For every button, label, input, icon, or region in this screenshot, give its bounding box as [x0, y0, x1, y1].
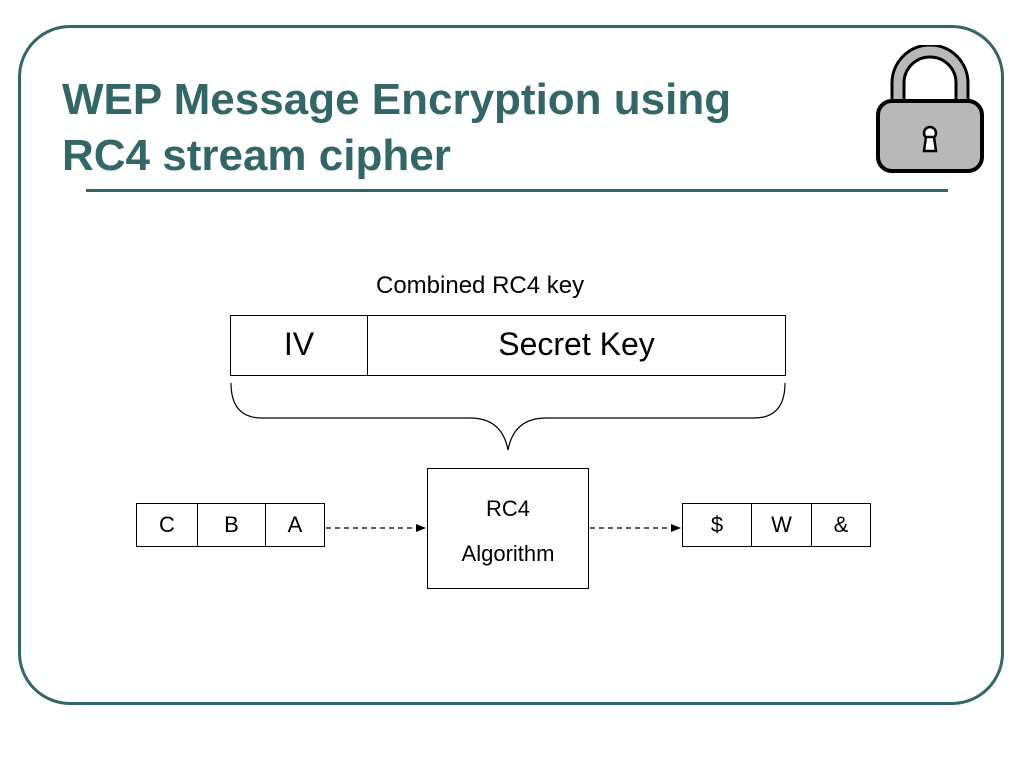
- slide-title: WEP Message Encryption using RC4 stream …: [62, 72, 882, 184]
- combined-key-caption: Combined RC4 key: [376, 272, 585, 299]
- combined-key-box: IV Secret Key: [230, 315, 786, 376]
- algorithm-label-line-1: RC4: [485, 496, 530, 521]
- padlock-icon: [874, 45, 986, 175]
- ciphertext-cell: &: [811, 504, 870, 546]
- secret-key-cell: Secret Key: [498, 326, 655, 362]
- plaintext-stream: C B A: [136, 503, 325, 547]
- title-underline: [86, 189, 948, 192]
- plaintext-cell: C: [159, 512, 175, 537]
- title-line-2: RC4 stream cipher: [62, 131, 451, 180]
- slide-frame: [18, 25, 1004, 705]
- ciphertext-cell: $: [710, 512, 724, 537]
- rc4-algorithm-box: RC4 Algorithm: [427, 468, 589, 589]
- algorithm-label-line-2: Algorithm: [461, 541, 555, 566]
- ciphertext-stream: $ W &: [682, 503, 871, 547]
- plaintext-cell: B: [197, 504, 265, 546]
- plaintext-cell: A: [265, 504, 324, 546]
- iv-cell: IV: [231, 316, 368, 375]
- title-line-1: WEP Message Encryption using: [62, 75, 732, 124]
- ciphertext-cell: W: [751, 504, 811, 546]
